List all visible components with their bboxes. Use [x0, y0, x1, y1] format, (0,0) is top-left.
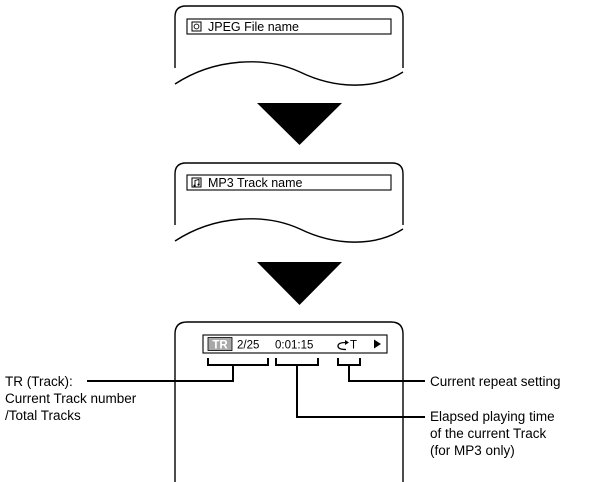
playback-screen: TR 2/25 0:01:15 T [174, 321, 404, 482]
callout-lines [87, 358, 425, 418]
elapsed-callout-line3: (for MP3 only) [430, 443, 515, 458]
mp3-screen: MP3 Track name [174, 162, 404, 243]
down-arrow-icon [257, 103, 342, 145]
track-callout-line2: Current Track number [5, 391, 137, 406]
repeat-icon [337, 341, 347, 351]
track-badge-label: TR [212, 340, 228, 352]
jpeg-name-box [186, 18, 392, 35]
mp3-track-name: MP3 Track name [208, 176, 303, 190]
play-icon [374, 339, 381, 349]
music-file-icon [191, 177, 202, 188]
repeat-setting: T [350, 340, 357, 352]
jpeg-screen: JPEG File name [174, 5, 404, 86]
elapsed-time: 0:01:15 [275, 340, 313, 352]
picture-file-icon [191, 21, 202, 32]
jpeg-file-name: JPEG File name [208, 20, 299, 34]
track-count: 2/25 [237, 340, 259, 352]
track-badge [207, 337, 233, 351]
elapsed-callout-line1: Elapsed playing time [430, 409, 555, 424]
track-callout-line1: TR (Track): [5, 374, 73, 389]
mp3-name-box [186, 174, 392, 191]
down-arrow-icon [257, 262, 342, 305]
track-callout-line3: /Total Tracks [5, 408, 81, 423]
repeat-callout: Current repeat setting [430, 374, 561, 389]
elapsed-callout-line2: of the current Track [430, 426, 547, 441]
